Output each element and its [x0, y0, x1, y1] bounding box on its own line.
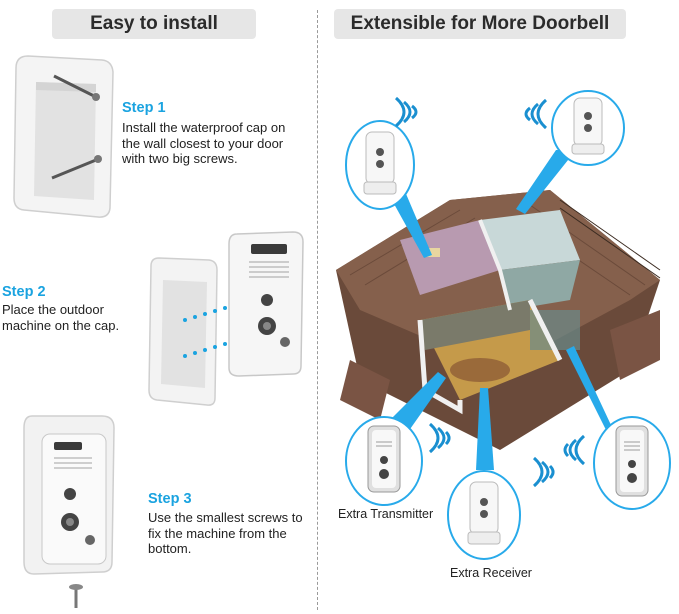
extensible-title: Extensible for More Doorbell	[334, 9, 626, 39]
wifi-icon	[532, 456, 555, 488]
cap-and-outdoor-unit-illustration	[148, 231, 304, 406]
dashed-divider	[317, 10, 318, 610]
step-3-title: Step 3	[148, 491, 192, 507]
wifi-icon	[428, 422, 451, 454]
step-2-title: Step 2	[2, 284, 46, 300]
wifi-icon	[524, 98, 548, 130]
extra-receiver-label: Extra Receiver	[450, 566, 532, 580]
wifi-icon	[394, 96, 418, 128]
extra-transmitter-label: Extra Transmitter	[338, 507, 434, 521]
waterproof-cap-illustration	[13, 55, 114, 218]
indoor-receiver-top-right	[551, 90, 625, 166]
step-3-text: Use the smallest screws to fix the machi…	[148, 510, 303, 556]
mounted-outdoor-unit-illustration	[23, 415, 115, 608]
house-cutaway-illustration	[336, 190, 661, 450]
install-title: Easy to install	[52, 9, 256, 39]
step-1-text: Install the waterproof cap on the wall c…	[122, 120, 286, 166]
extra-outdoor-unit-device	[593, 416, 671, 510]
step-2-text: Place the outdoor machine on the cap.	[2, 302, 120, 333]
step-1-title: Step 1	[122, 100, 166, 116]
indoor-receiver-top-left	[345, 120, 415, 210]
wifi-icon	[563, 434, 586, 466]
extra-receiver-device	[447, 470, 521, 560]
extra-transmitter-device	[345, 416, 423, 506]
